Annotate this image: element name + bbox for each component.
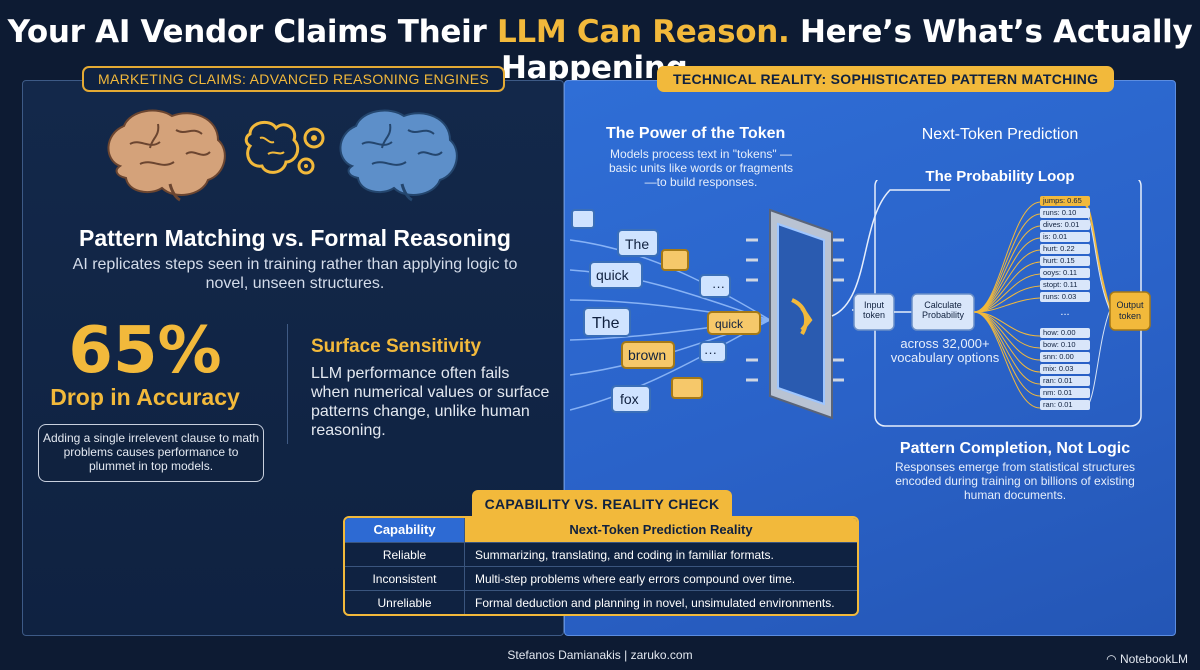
page-title: Your AI Vendor Claims Their LLM Can Reas…: [0, 14, 1200, 86]
accuracy-drop-label: Drop in Accuracy: [50, 384, 240, 410]
accuracy-drop-value: 65%: [68, 314, 222, 388]
author-credit: Stefanos Damianakis | zaruko.com: [507, 648, 693, 662]
brand-label: NotebookLM: [1119, 652, 1188, 666]
brain-gear-icon: [244, 120, 325, 175]
token-fox: fox: [620, 391, 639, 407]
row-reality: Formal deduction and planning in novel, …: [475, 596, 835, 610]
vocabulary-note: across 32,000+ vocabulary options: [890, 336, 1000, 365]
prob-item: bow: 0.10: [1040, 340, 1090, 350]
token-the-1: The: [625, 236, 649, 252]
title-part-1: Your AI Vendor Claims Their: [7, 14, 497, 50]
row-capability: Reliable: [345, 543, 465, 566]
table-row: Reliable Summarizing, translating, and c…: [345, 542, 857, 566]
prob-item: runs: 0.03: [1040, 292, 1090, 302]
token-the-2: The: [592, 315, 620, 332]
token-brown: brown: [628, 347, 666, 363]
svg-text:···: ···: [712, 279, 725, 294]
probability-fan: [973, 201, 1041, 409]
prob-item: mix: 0.03: [1040, 364, 1090, 374]
processor-chip-icon: [746, 208, 844, 420]
ai-brain-icon: [339, 109, 458, 202]
probability-loop-title: The Probability Loop: [925, 168, 1075, 185]
token-quick-1: quick: [596, 267, 630, 283]
output-stream: [831, 189, 950, 317]
token-quick-2: quick: [715, 317, 744, 331]
notebooklm-icon: ◠: [1106, 652, 1120, 666]
input-token-label: Input token: [862, 300, 886, 320]
capability-table: Capability Next-Token Prediction Reality…: [343, 516, 859, 616]
prob-item: runs: 0.10: [1040, 208, 1090, 218]
row-capability: Inconsistent: [345, 567, 465, 590]
token-tiles: ··· ···: [571, 209, 761, 413]
brand-mark: ◠ NotebookLM: [1106, 652, 1188, 666]
prob-item: dives: 0.01: [1040, 220, 1090, 230]
pattern-completion-title: Pattern Completion, Not Logic: [899, 440, 1131, 457]
surface-sensitivity-body: LLM performance often fails when numeric…: [311, 365, 550, 439]
header-capability: Capability: [345, 518, 465, 542]
prob-item: ran: 0.01: [1040, 376, 1090, 386]
pattern-matching-subtitle: AI replicates steps seen in training rat…: [72, 256, 518, 292]
marketing-claims-pill: MARKETING CLAIMS: ADVANCED REASONING ENG…: [82, 66, 506, 92]
prob-item: how: 0.00: [1040, 328, 1090, 338]
surface-sensitivity-title: Surface Sensitivity: [311, 336, 482, 357]
technical-reality-pill: TECHNICAL REALITY: SOPHISTICATED PATTERN…: [657, 66, 1115, 92]
prob-item: is: 0.01: [1040, 232, 1090, 242]
brains-illustration: [107, 109, 458, 202]
prob-item: ran: 0.01: [1040, 400, 1090, 410]
token-diagram: ··· ··· The quick The brown fox quick: [570, 180, 1151, 427]
output-token-label: Output token: [1116, 300, 1144, 321]
accuracy-drop-note: Adding a single irrelevent clause to mat…: [38, 424, 264, 482]
prob-item-ellipsis: ...: [1060, 306, 1070, 318]
prob-item: hurt: 0.15: [1040, 256, 1090, 266]
pattern-completion-body: Responses emerge from statistical struct…: [894, 460, 1136, 502]
pattern-matching-title: Pattern Matching vs. Formal Reasoning: [79, 225, 511, 251]
table-row: Inconsistent Multi-step problems where e…: [345, 566, 857, 590]
power-of-token-title: The Power of the Token: [606, 125, 786, 142]
divider: [287, 324, 288, 444]
capability-check-title: CAPABILITY VS. REALITY CHECK: [472, 490, 732, 518]
prob-item: ooys: 0.11: [1040, 268, 1090, 278]
next-token-prediction-title: Next-Token Prediction: [921, 126, 1079, 143]
row-reality: Multi-step problems where early errors c…: [475, 572, 796, 586]
prob-item: stopt: 0.11: [1040, 280, 1090, 290]
prob-item: jumps: 0.65: [1040, 196, 1090, 206]
title-highlight: LLM Can Reason.: [496, 14, 790, 50]
table-header-row: Capability Next-Token Prediction Reality: [345, 518, 857, 542]
header-reality: Next-Token Prediction Reality: [465, 518, 857, 542]
prob-item: hurt: 0.22: [1040, 244, 1090, 254]
row-capability: Unreliable: [345, 591, 465, 614]
power-of-token-body: Models process text in "tokens" —basic u…: [608, 147, 794, 189]
table-row: Unreliable Formal deduction and planning…: [345, 590, 857, 614]
output-token-box: [1109, 291, 1151, 331]
svg-text:···: ···: [704, 345, 717, 360]
prob-item: snn: 0.00: [1040, 352, 1090, 362]
prob-item: nm: 0.01: [1040, 388, 1090, 398]
row-reality: Summarizing, translating, and coding in …: [475, 548, 774, 562]
calculate-probability-label: Calculate Probability: [921, 300, 965, 320]
human-brain-icon: [107, 109, 226, 202]
